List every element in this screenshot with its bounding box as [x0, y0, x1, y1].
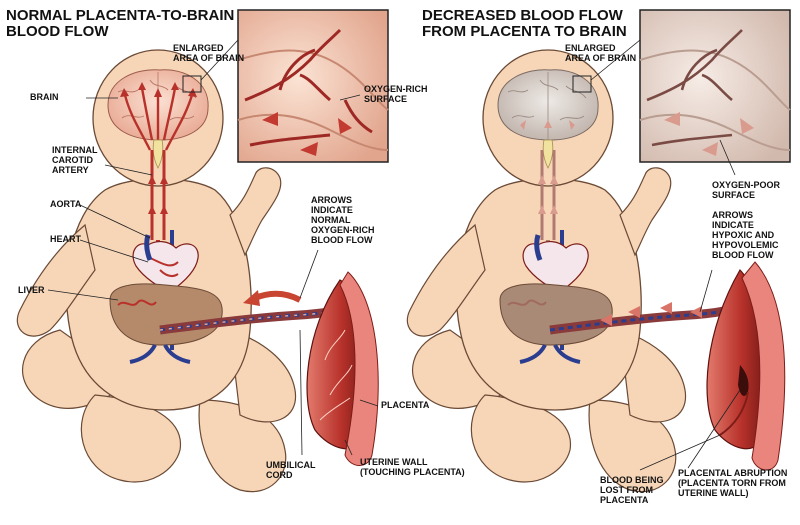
left-baby-arm-right	[229, 167, 282, 257]
right-label-arrows: ARROWS INDICATE HYPOXIC AND HYPOVOLEMIC …	[712, 210, 779, 260]
right-title: DECREASED BLOOD FLOW FROM PLACENTA TO BR…	[422, 7, 627, 40]
right-brainstem	[542, 139, 554, 169]
left-flow-arrowhead	[243, 290, 260, 306]
right-label-oxygen-poor: OXYGEN-POOR SURFACE	[712, 180, 781, 200]
right-abruption-tear	[738, 365, 749, 396]
left-label-oxygen-rich: OXYGEN-RICH SURFACE	[364, 84, 428, 104]
left-label-aorta: AORTA	[50, 199, 82, 209]
left-baby-foot-left	[80, 394, 182, 483]
left-brain-folds	[117, 79, 197, 121]
left-liver	[109, 283, 223, 346]
left-label-enlarged: ENLARGED AREA OF BRAIN	[173, 43, 245, 63]
right-leader-lines	[639, 139, 741, 471]
right-brain-arrows	[520, 120, 575, 130]
right-flow-arrows	[600, 302, 702, 326]
left-zoom-connector	[200, 39, 239, 81]
left-liver-vessels	[117, 299, 157, 306]
left-umbilical-artery	[159, 299, 361, 331]
right-liver	[499, 283, 613, 346]
left-heart-vein	[144, 234, 153, 261]
right-uterine-wall	[741, 261, 786, 471]
right-iliac-veins	[519, 344, 581, 364]
right-zoom-arteries	[646, 29, 743, 147]
right-zoom-folds	[639, 49, 791, 151]
right-enlarged-marker	[572, 75, 592, 93]
right-label-enlarged: ENLARGED AREA OF BRAIN	[565, 43, 637, 63]
right-blood-loss	[719, 391, 749, 436]
left-zoom-folds	[237, 49, 389, 151]
right-zoom-connector	[590, 39, 641, 81]
left-zoom-box	[237, 9, 389, 163]
left-leader-lines	[47, 94, 379, 456]
right-heart-vein	[534, 234, 543, 261]
right-brain-folds	[507, 79, 587, 121]
left-label-uterine: UTERINE WALL (TOUCHING PLACENTA)	[360, 457, 465, 477]
left-baby	[16, 49, 379, 493]
left-baby-arm-left	[16, 223, 96, 337]
left-label-heart: HEART	[50, 234, 81, 244]
left-title: NORMAL PLACENTA-TO-BRAIN BLOOD FLOW	[6, 7, 235, 40]
left-heart-vessels	[149, 257, 179, 278]
right-baby-foot-left	[470, 394, 572, 483]
right-liver-vessels	[507, 299, 547, 306]
left-label-liver: LIVER	[18, 285, 45, 295]
left-enlarged-marker	[182, 75, 202, 93]
left-label-arrows: ARROWS INDICATE NORMAL OXYGEN-RICH BLOOD…	[311, 195, 375, 245]
left-vessel-arrowheads	[148, 175, 168, 214]
left-uterine-wall	[339, 271, 379, 466]
right-zoom-box	[639, 9, 791, 163]
left-zoom-arrows	[262, 112, 352, 156]
right-vessel-arrowheads	[538, 175, 558, 214]
left-label-brain: BRAIN	[30, 92, 59, 102]
left-brainstem	[152, 139, 164, 169]
right-label-blood-lost: BLOOD BEING LOST FROM PLACENTA	[600, 475, 664, 505]
left-zoom-arteries	[244, 28, 373, 147]
left-label-placenta: PLACENTA	[381, 400, 430, 410]
right-label-abruption: PLACENTAL ABRUPTION (PLACENTA TORN FROM …	[678, 468, 788, 498]
right-baby	[406, 49, 786, 493]
right-zoom-arrows	[664, 112, 754, 156]
left-placenta-veins	[319, 329, 353, 421]
left-iliac-veins	[129, 344, 191, 364]
left-label-carotid: INTERNAL CAROTID ARTERY	[52, 145, 98, 175]
right-baby-arm-right	[619, 167, 672, 257]
left-label-umbilical: UMBILICAL CORD	[266, 460, 316, 480]
right-baby-arm-left	[406, 223, 486, 337]
left-flow-arrow	[253, 290, 302, 303]
